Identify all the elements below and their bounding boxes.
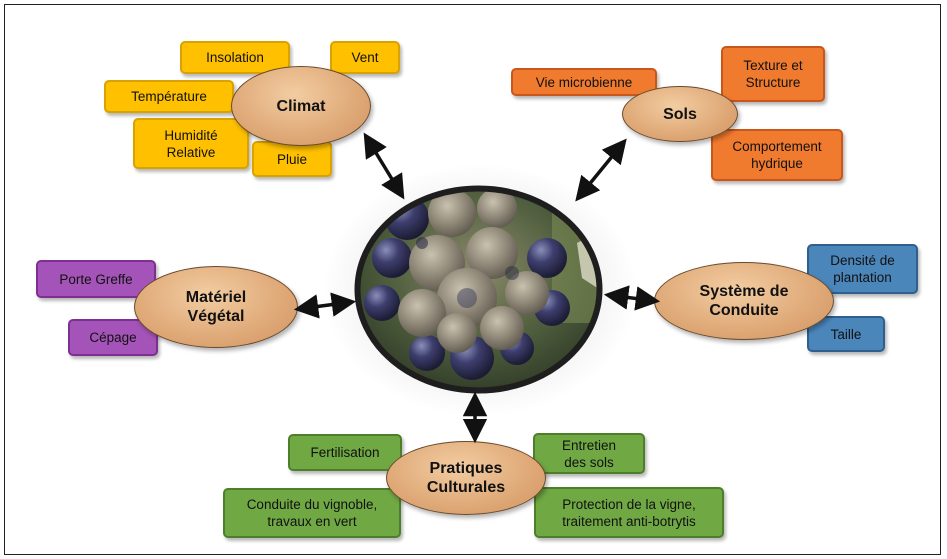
arrow-climat bbox=[363, 132, 405, 200]
node-systeme-conduite: Système de Conduite bbox=[654, 262, 834, 340]
factor-temperature: Température bbox=[104, 80, 234, 113]
factor-insolation: Insolation bbox=[180, 41, 290, 74]
factor-comportement-hydrique: Comportement hydrique bbox=[711, 129, 843, 181]
factor-taille: Taille bbox=[807, 316, 885, 352]
factor-entretien-sols: Entretien des sols bbox=[533, 433, 645, 474]
arrow-systeme bbox=[603, 285, 661, 311]
node-materiel-vegetal: Matériel Végétal bbox=[134, 266, 298, 348]
factor-porte-greffe: Porte Greffe bbox=[36, 260, 156, 298]
factor-texture-structure: Texture et Structure bbox=[721, 46, 825, 102]
factor-vie-microbienne: Vie microbienne bbox=[511, 68, 657, 96]
factor-fertilisation: Fertilisation bbox=[288, 434, 402, 471]
factor-densite-plantation: Densité de plantation bbox=[807, 244, 918, 294]
factor-vent: Vent bbox=[330, 41, 400, 74]
arrow-materiel bbox=[293, 292, 357, 319]
node-pratiques-culturales: Pratiques Culturales bbox=[386, 441, 546, 515]
factor-conduite-vignoble: Conduite du vignoble, travaux en vert bbox=[223, 488, 401, 538]
factor-protection-vigne: Protection de la vigne, traitement anti-… bbox=[534, 487, 724, 538]
botrytis-grapes-image bbox=[354, 185, 603, 394]
node-climat: Climat bbox=[231, 66, 371, 146]
arrow-sols bbox=[575, 138, 627, 202]
factor-pluie: Pluie bbox=[252, 141, 332, 177]
node-sols: Sols bbox=[622, 86, 738, 142]
factor-humidite-relative: Humidité Relative bbox=[133, 118, 249, 169]
